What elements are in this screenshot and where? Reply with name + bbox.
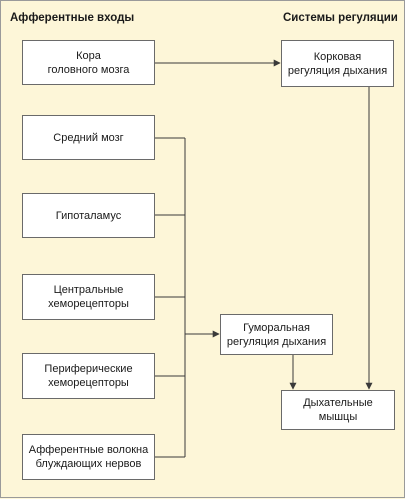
box-central-chemoreceptors: Центральные хеморецепторы [22,274,155,320]
box-peripheral-chemoreceptors: Периферические хеморецепторы [22,353,155,399]
box-cortex: Кора головного мозга [22,40,155,85]
box-respiratory-muscles: Дыхательные мышцы [281,390,395,430]
box-hypothalamus: Гипоталамус [22,193,155,238]
box-midbrain: Средний мозг [22,115,155,160]
header-afferent-inputs: Афферентные входы [10,12,135,24]
box-vagus-afferents: Афферентные волокна блуждающих нервов [22,434,155,480]
box-humoral-regulation: Гуморальная регуляция дыхания [220,314,333,355]
header-regulation-systems: Системы регуляции [283,12,398,24]
box-cortical-regulation: Корковая регуляция дыхания [281,40,394,87]
